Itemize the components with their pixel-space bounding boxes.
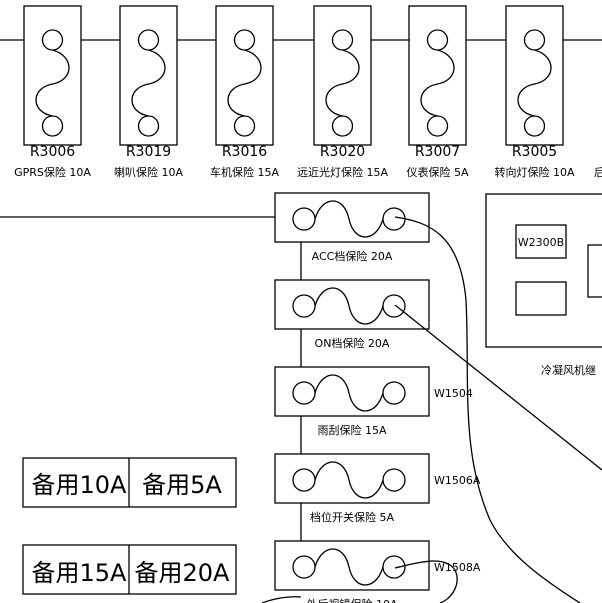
side-fuse-1: ACC档保险 20A	[274, 192, 430, 263]
fuse-label: 雨刮保险 15A	[317, 423, 386, 437]
fuse-body	[505, 5, 564, 146]
fuse-body	[23, 5, 82, 146]
fuse-code: R3020	[320, 144, 365, 160]
spare-1-right: 备用5A	[142, 471, 222, 499]
fuse-element	[227, 49, 262, 117]
fuse-label: ON档保险 20A	[315, 336, 390, 350]
spare-fuses: 备用10A 备用5A 备用15A 备用20A	[22, 457, 237, 595]
spare-2-right: 备用20A	[135, 559, 231, 587]
acc-output-wire	[394, 216, 581, 603]
fuse-body	[313, 5, 372, 146]
fuse-element	[314, 461, 384, 499]
fuse-code: R3019	[126, 144, 171, 160]
fuse-element	[131, 49, 166, 117]
fuse-element	[314, 548, 384, 586]
mirror-output-wire	[394, 560, 458, 603]
fuse-element	[517, 49, 552, 117]
wire-code: W1504	[434, 387, 473, 400]
fuse-label: 远近光灯保险 15A	[297, 165, 388, 179]
relay-code: W2300B	[518, 236, 564, 249]
spare-1-left: 备用10A	[32, 471, 128, 499]
top-fuse-2: R3019 喇叭保险 10A	[114, 5, 183, 179]
relay-contact-box	[515, 281, 567, 316]
top-fuse-3: R3016 车机保险 15A	[210, 5, 279, 179]
fuse-body	[408, 5, 467, 146]
fuse-label: ACC档保险 20A	[312, 249, 393, 263]
fuse-label: GPRS保险 10A	[14, 165, 91, 179]
side-fuse-4: 档位开关保险 5A W1506A	[274, 453, 481, 524]
top-fuse-5: R3007 仪表保险 5A	[406, 5, 469, 179]
relay-label: 冷凝风机继	[541, 363, 596, 377]
fuse-element	[314, 287, 384, 325]
fuse-code: R3016	[222, 144, 267, 160]
side-fuse-2: ON档保险 20A	[274, 279, 430, 350]
side-fuse-5: 外后视镜保险 10A W1508A	[274, 540, 481, 603]
fuse-body	[274, 192, 430, 243]
fuse-code: R3007	[415, 144, 460, 160]
fuse-element	[314, 200, 384, 238]
fuse-element	[420, 49, 455, 117]
fuse-body	[274, 453, 430, 504]
side-fuse-3: 雨刮保险 15A W1504	[274, 366, 473, 437]
fuse-body	[215, 5, 274, 146]
relay-code-box	[515, 224, 567, 259]
fuse-label: 转向灯保险 10A	[494, 165, 574, 179]
fuse-label: 档位开关保险 5A	[310, 510, 394, 524]
wire-code: W1506A	[434, 474, 481, 487]
fuse-label: 喇叭保险 10A	[114, 165, 183, 179]
fuse-body	[274, 279, 430, 330]
fuse-code: R3006	[30, 144, 75, 160]
fuse-code: R3005	[512, 144, 557, 160]
relay-assembly: W2300B 冷凝风机继	[485, 193, 602, 377]
fuse-element	[314, 374, 384, 412]
fuse-label: 仪表保险 5A	[406, 165, 468, 179]
wire-code: W1508A	[434, 561, 481, 574]
relay-right-box	[587, 244, 602, 298]
bottom-left-arc	[261, 596, 302, 603]
fuse-element	[325, 49, 360, 117]
spare-2-left: 备用15A	[32, 559, 128, 587]
fuse-body	[119, 5, 178, 146]
fuse-label: 车机保险 15A	[210, 165, 279, 179]
fuse-element	[35, 49, 70, 117]
fuse-label: 外后视镜保险 10A	[306, 597, 397, 603]
top-trailing-text: 后	[594, 166, 602, 179]
top-fuse-4: R3020 远近光灯保险 15A	[297, 5, 388, 179]
on-output-wire	[394, 304, 602, 471]
relay-outer-box	[485, 193, 602, 348]
side-fuse-column: ACC档保险 20A ON档保险 20A 雨刮保险 15A W1504 档位开关保险 5…	[274, 192, 481, 603]
fuse-body	[274, 366, 430, 417]
top-fuse-6: R3005 转向灯保险 10A	[494, 5, 575, 179]
